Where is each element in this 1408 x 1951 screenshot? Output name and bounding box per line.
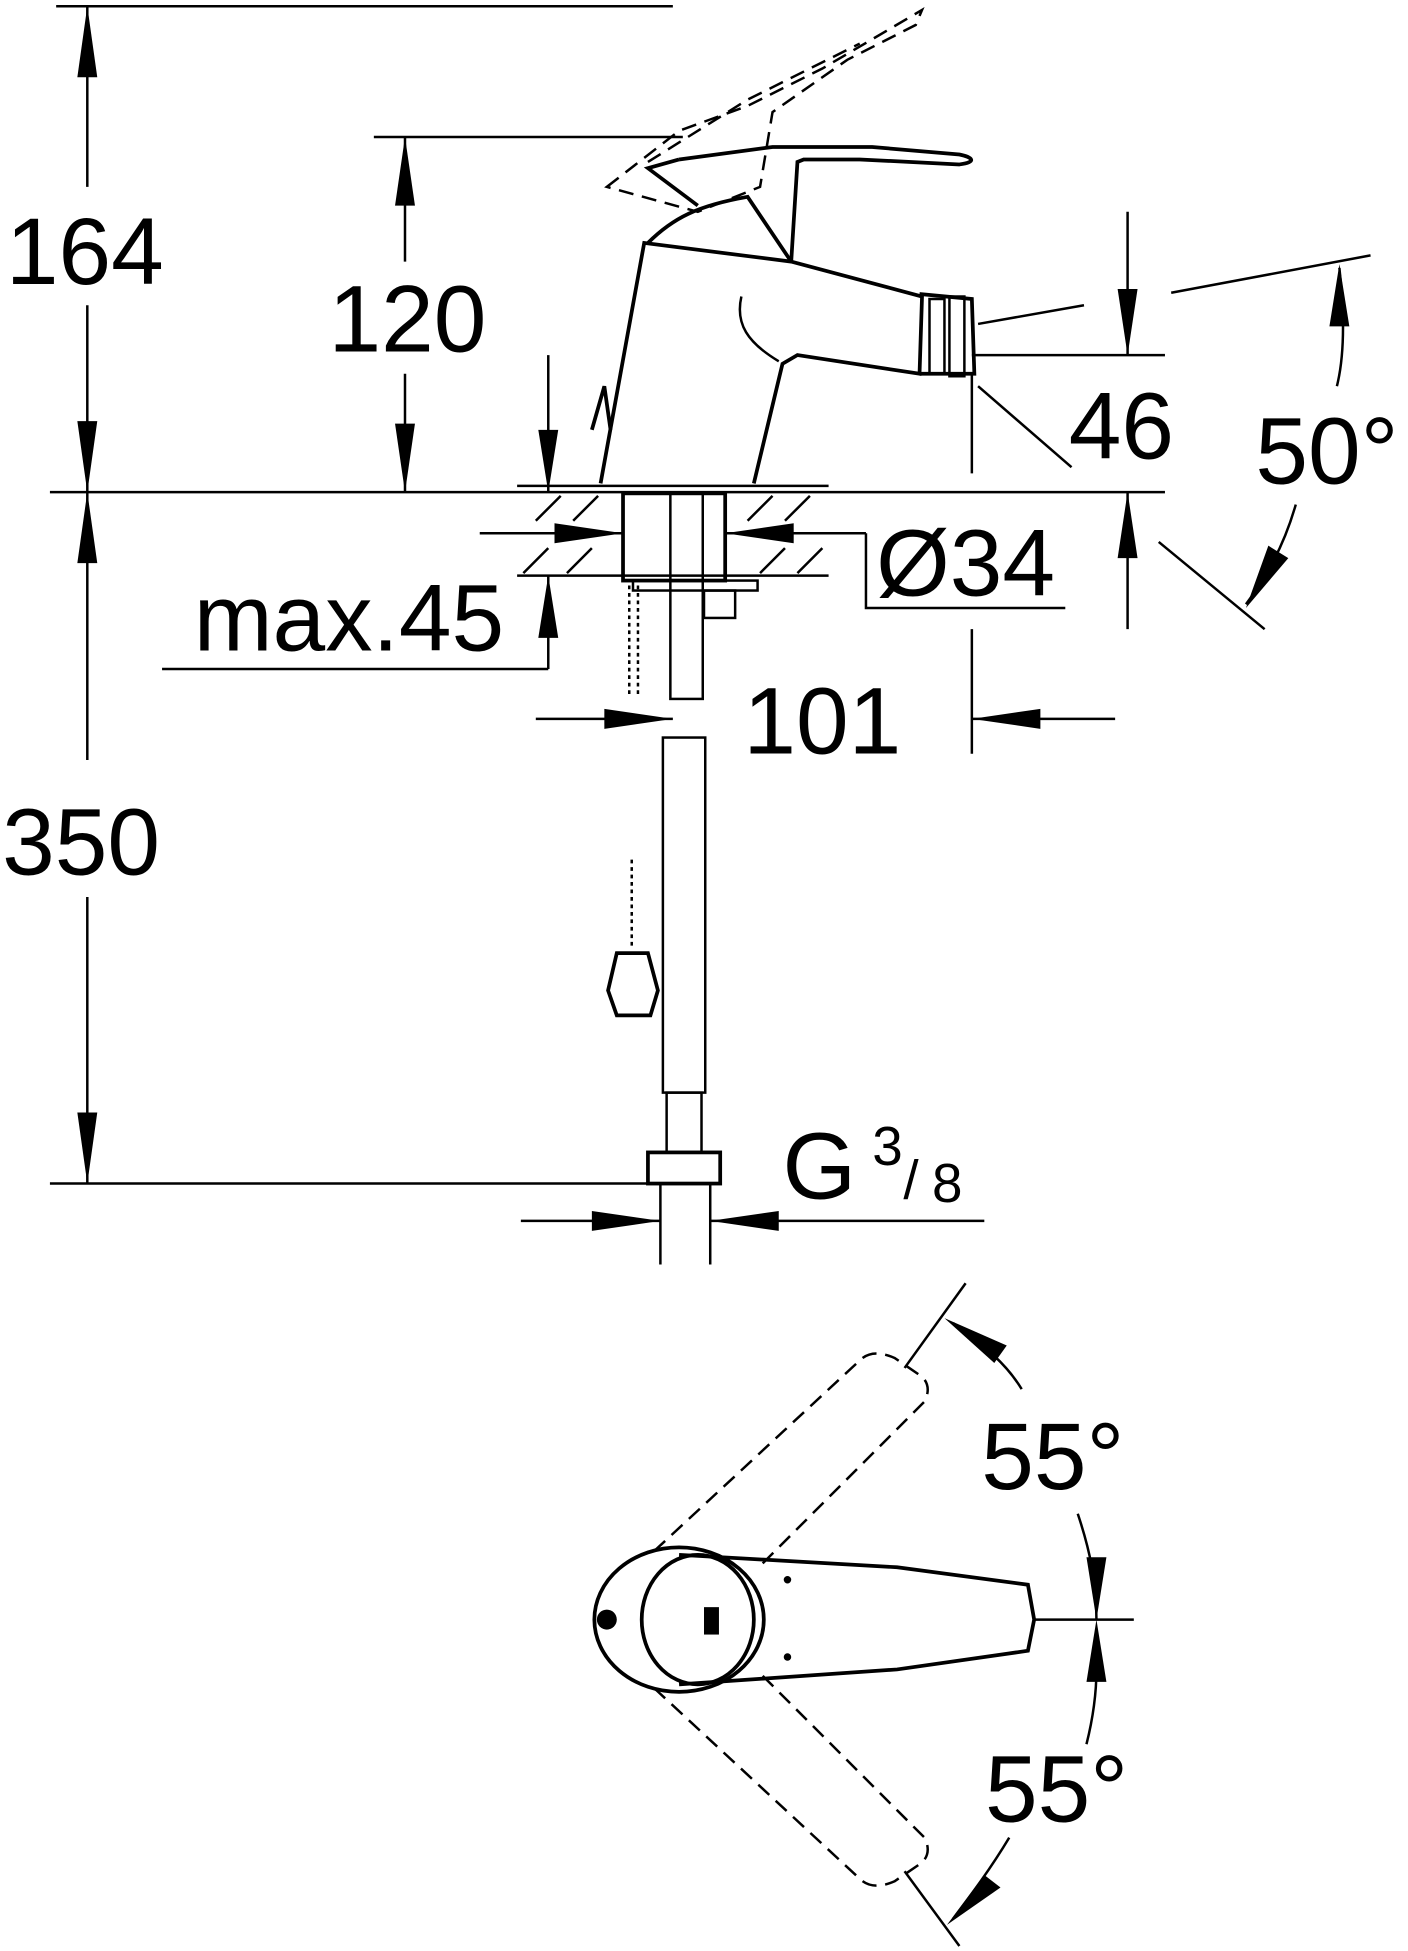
label-164: 164: [6, 199, 164, 305]
supply-hose: [646, 736, 723, 1265]
dimension-120: 120: [329, 135, 683, 493]
label-120: 120: [329, 266, 487, 372]
dimension-50-degrees: 50°: [1157, 254, 1399, 631]
dimension-101: 101: [535, 629, 1116, 775]
label-thread-denominator: 8: [932, 1152, 962, 1214]
dimension-55-degrees-lower: 55°: [946, 1619, 1128, 1925]
dimension-thread-g-3-8: G 3 / 8: [520, 1114, 985, 1231]
aerator: [919, 292, 977, 378]
faucet-top-view: [592, 1282, 1134, 1947]
label-diameter-34: Ø34: [876, 511, 1055, 617]
dimension-max-45: max.45: [162, 355, 559, 671]
dimension-55-degrees-upper: 55°: [944, 1318, 1124, 1620]
label-thread-numerator: 3: [872, 1115, 902, 1177]
dimension-46: 46: [970, 211, 1174, 630]
label-55-degrees-lower: 55°: [985, 1736, 1128, 1842]
pop-up-knob: [590, 385, 613, 431]
dimension-diameter-34: Ø34: [479, 511, 1066, 617]
pop-up-chain: [606, 859, 660, 1018]
fraction-slash: /: [903, 1149, 919, 1211]
label-46: 46: [1069, 373, 1174, 479]
deck-section: [517, 484, 829, 701]
label-50-degrees: 50°: [1255, 398, 1398, 504]
label-101: 101: [743, 669, 901, 775]
dimension-350: 350: [2, 492, 661, 1185]
label-thread-letter: G: [782, 1114, 856, 1220]
label-55-degrees-upper: 55°: [981, 1404, 1124, 1510]
label-max-45: max.45: [194, 565, 504, 671]
faucet-side-view: [590, 7, 977, 484]
dimension-164: 164: [6, 4, 673, 493]
label-350: 350: [2, 790, 160, 896]
